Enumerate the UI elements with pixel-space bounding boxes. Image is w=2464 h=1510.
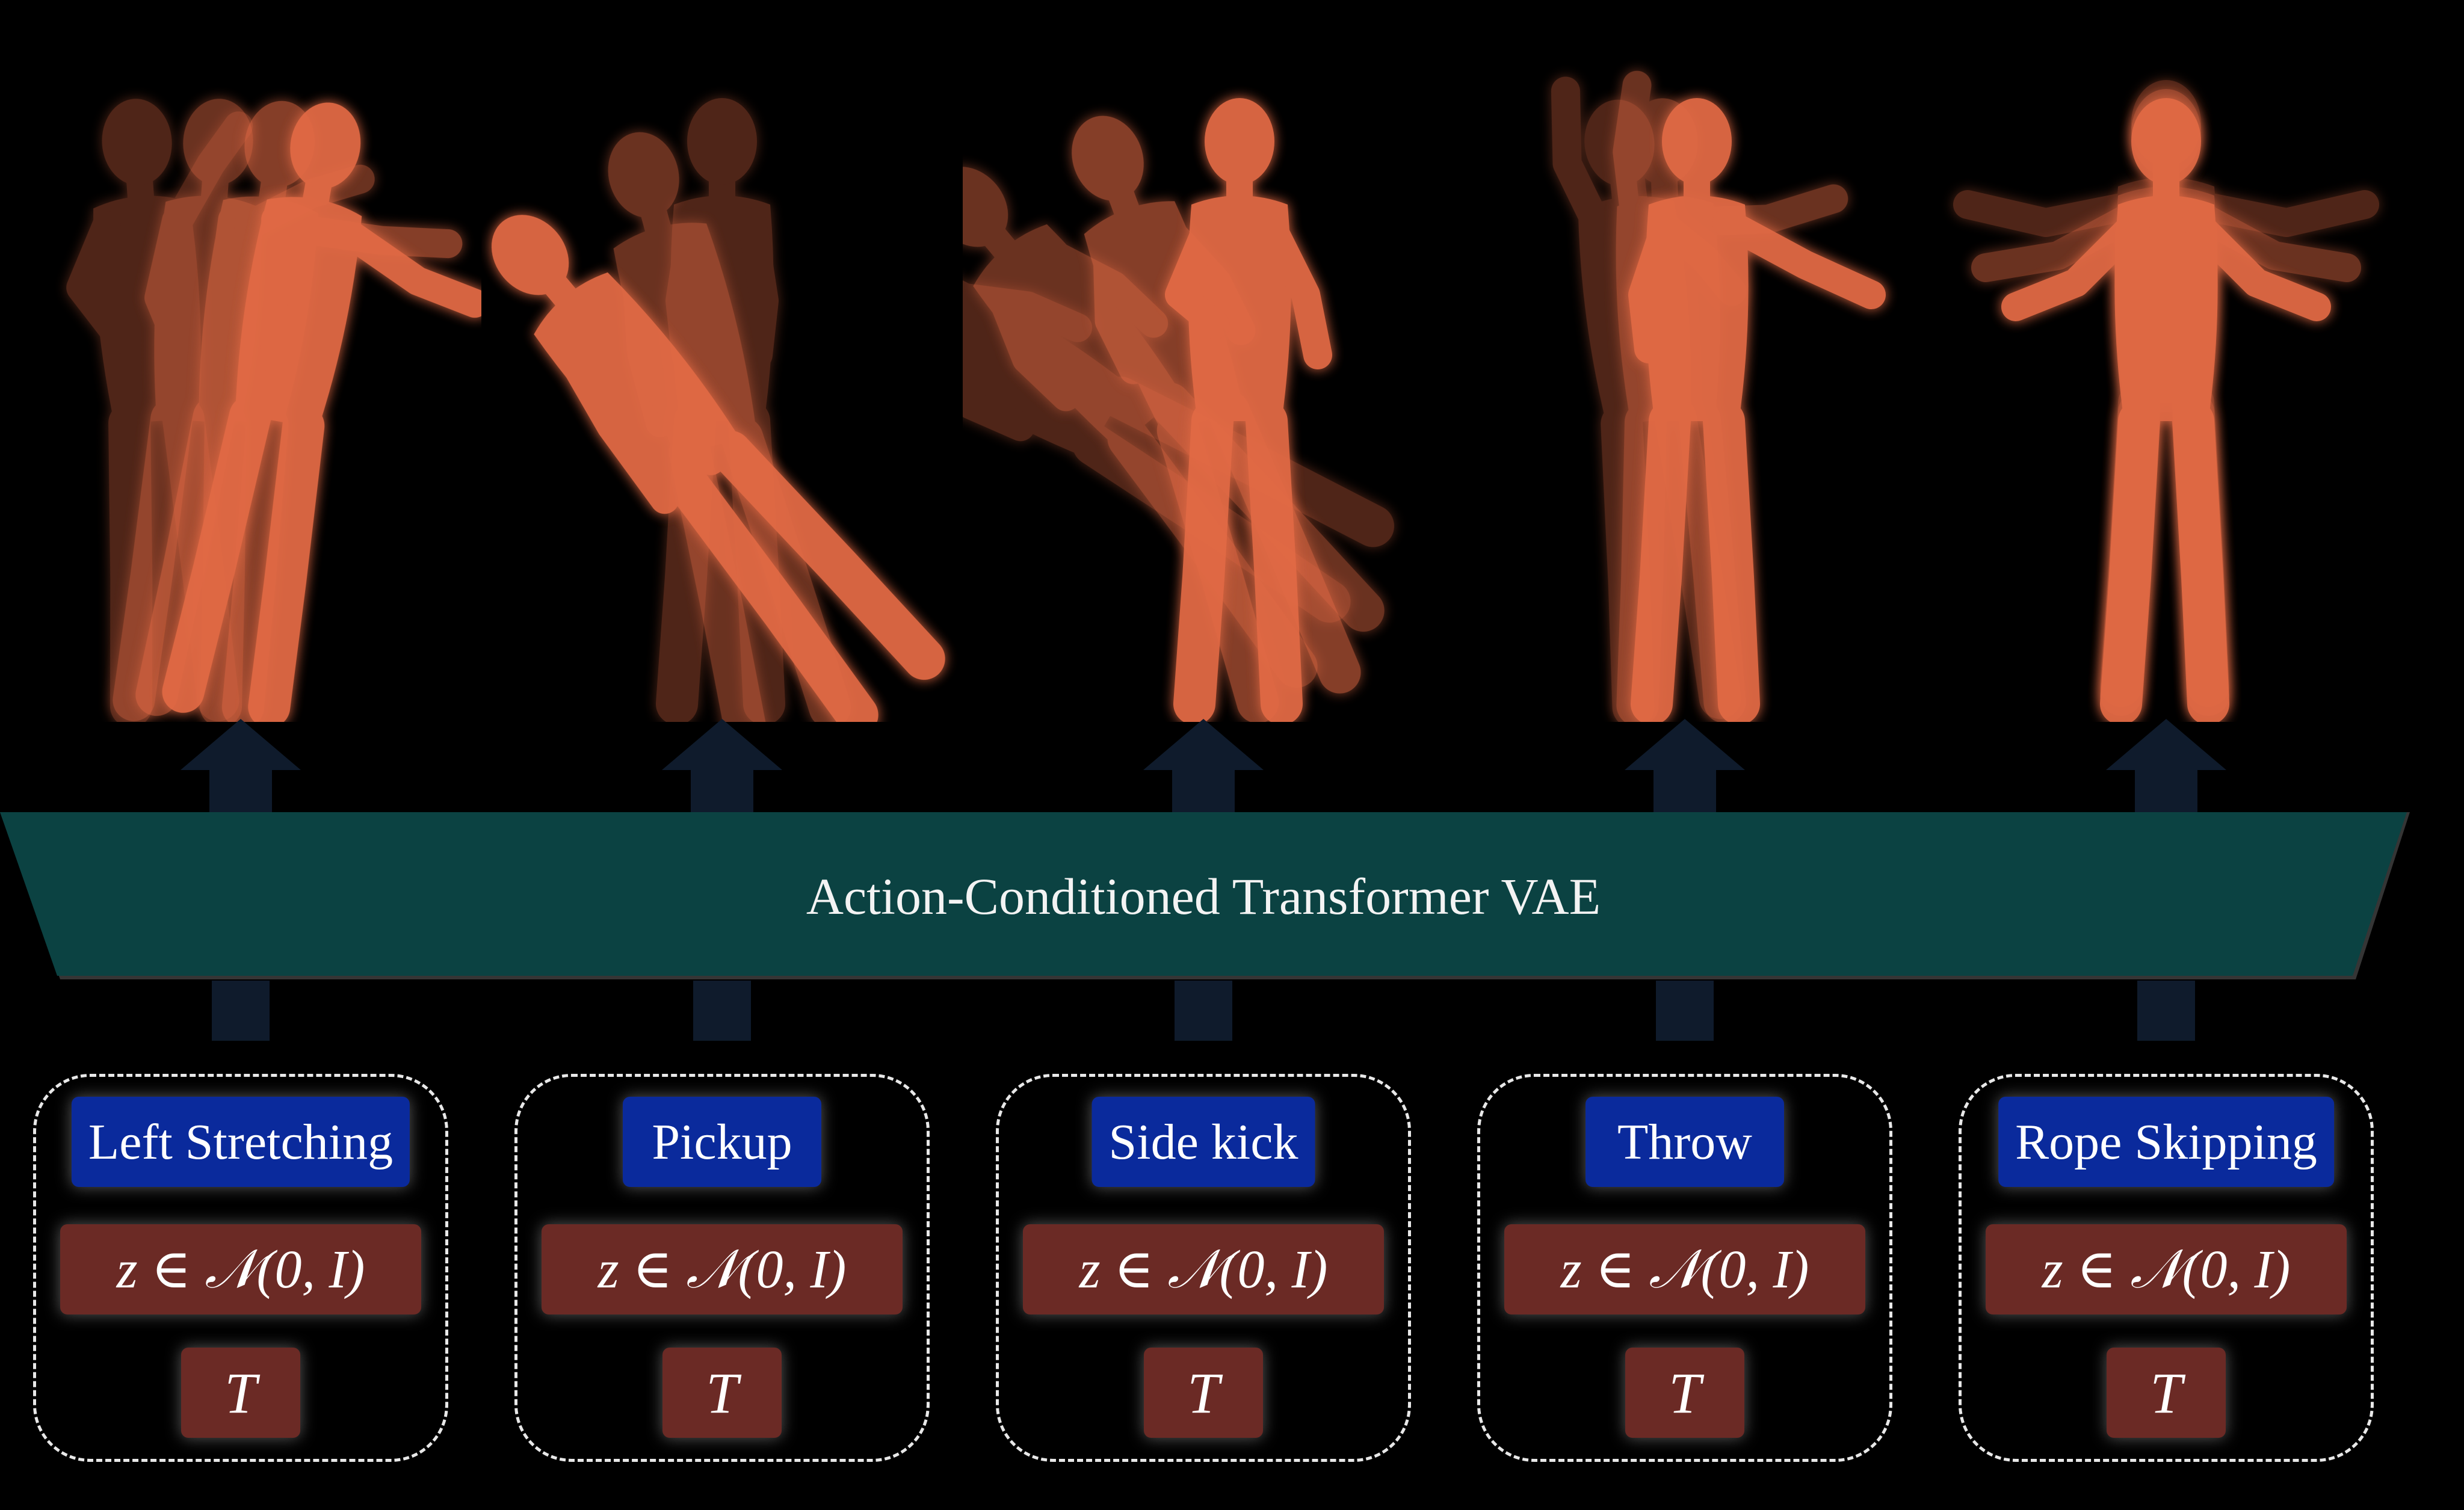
latent-noise-box: z ∈ 𝒩(0, I) xyxy=(1023,1224,1384,1314)
duration-box: T xyxy=(1144,1348,1263,1438)
generated-motion-rope-skipping xyxy=(1953,80,2379,722)
body-silhouette xyxy=(162,102,481,722)
transformer-vae-block xyxy=(0,812,2410,979)
output-arrow-icon xyxy=(1143,719,1264,815)
motion-column-throw: Throw z ∈ 𝒩(0, I) T xyxy=(1444,0,1925,1510)
input-group-throw: Throw z ∈ 𝒩(0, I) T xyxy=(1477,1074,1892,1462)
output-arrow-icon xyxy=(181,719,301,815)
duration-box: T xyxy=(2107,1348,2226,1438)
action-label: Rope Skipping xyxy=(1998,1097,2334,1187)
input-arrow-icon xyxy=(212,981,270,1041)
duration-box: T xyxy=(1625,1348,1744,1438)
generated-motion-pickup xyxy=(491,98,945,722)
output-arrow-icon xyxy=(2106,719,2226,815)
input-arrow-icon xyxy=(1656,981,1714,1041)
motion-column-rope-skipping: Rope Skipping z ∈ 𝒩(0, I) T xyxy=(1925,0,2407,1510)
action-label: Side kick xyxy=(1092,1097,1315,1187)
input-arrow-icon xyxy=(693,981,751,1041)
input-group-rope-skipping: Rope Skipping z ∈ 𝒩(0, I) T xyxy=(1959,1074,2374,1462)
generated-motion-throw xyxy=(1551,70,1886,722)
output-arrow-icon xyxy=(1625,719,1745,815)
duration-box: T xyxy=(662,1348,782,1438)
output-arrow-icon xyxy=(662,719,782,815)
latent-noise-box: z ∈ 𝒩(0, I) xyxy=(1986,1224,2347,1314)
motion-column-side-kick: Side kick z ∈ 𝒩(0, I) T xyxy=(963,0,1444,1510)
input-arrow-icon xyxy=(1175,981,1232,1041)
input-group-side-kick: Side kick z ∈ 𝒩(0, I) T xyxy=(996,1074,1411,1462)
generated-motion-side-kick xyxy=(963,98,1395,722)
body-silhouette xyxy=(1165,98,1332,722)
body-silhouette xyxy=(2001,98,2331,722)
model-title: Action-Conditioned Transformer VAE xyxy=(806,867,1601,925)
latent-noise-box: z ∈ 𝒩(0, I) xyxy=(60,1224,421,1314)
action-label: Pickup xyxy=(623,1097,821,1187)
generated-motion-left-stretching xyxy=(66,99,481,722)
input-group-left-stretching: Left Stretching z ∈ 𝒩(0, I) T xyxy=(33,1074,448,1462)
motion-column-pickup: Pickup z ∈ 𝒩(0, I) T xyxy=(481,0,963,1510)
action-label: Left Stretching xyxy=(71,1097,410,1187)
motion-column-left-stretching: Left Stretching z ∈ 𝒩(0, I) T xyxy=(0,0,481,1510)
latent-noise-box: z ∈ 𝒩(0, I) xyxy=(542,1224,903,1314)
latent-noise-box: z ∈ 𝒩(0, I) xyxy=(1504,1224,1865,1314)
action-label: Throw xyxy=(1586,1097,1784,1187)
body-silhouette xyxy=(1628,98,1886,722)
input-arrow-icon xyxy=(2137,981,2195,1041)
input-group-pickup: Pickup z ∈ 𝒩(0, I) T xyxy=(514,1074,930,1462)
duration-box: T xyxy=(181,1348,300,1438)
body-silhouette xyxy=(491,215,945,722)
